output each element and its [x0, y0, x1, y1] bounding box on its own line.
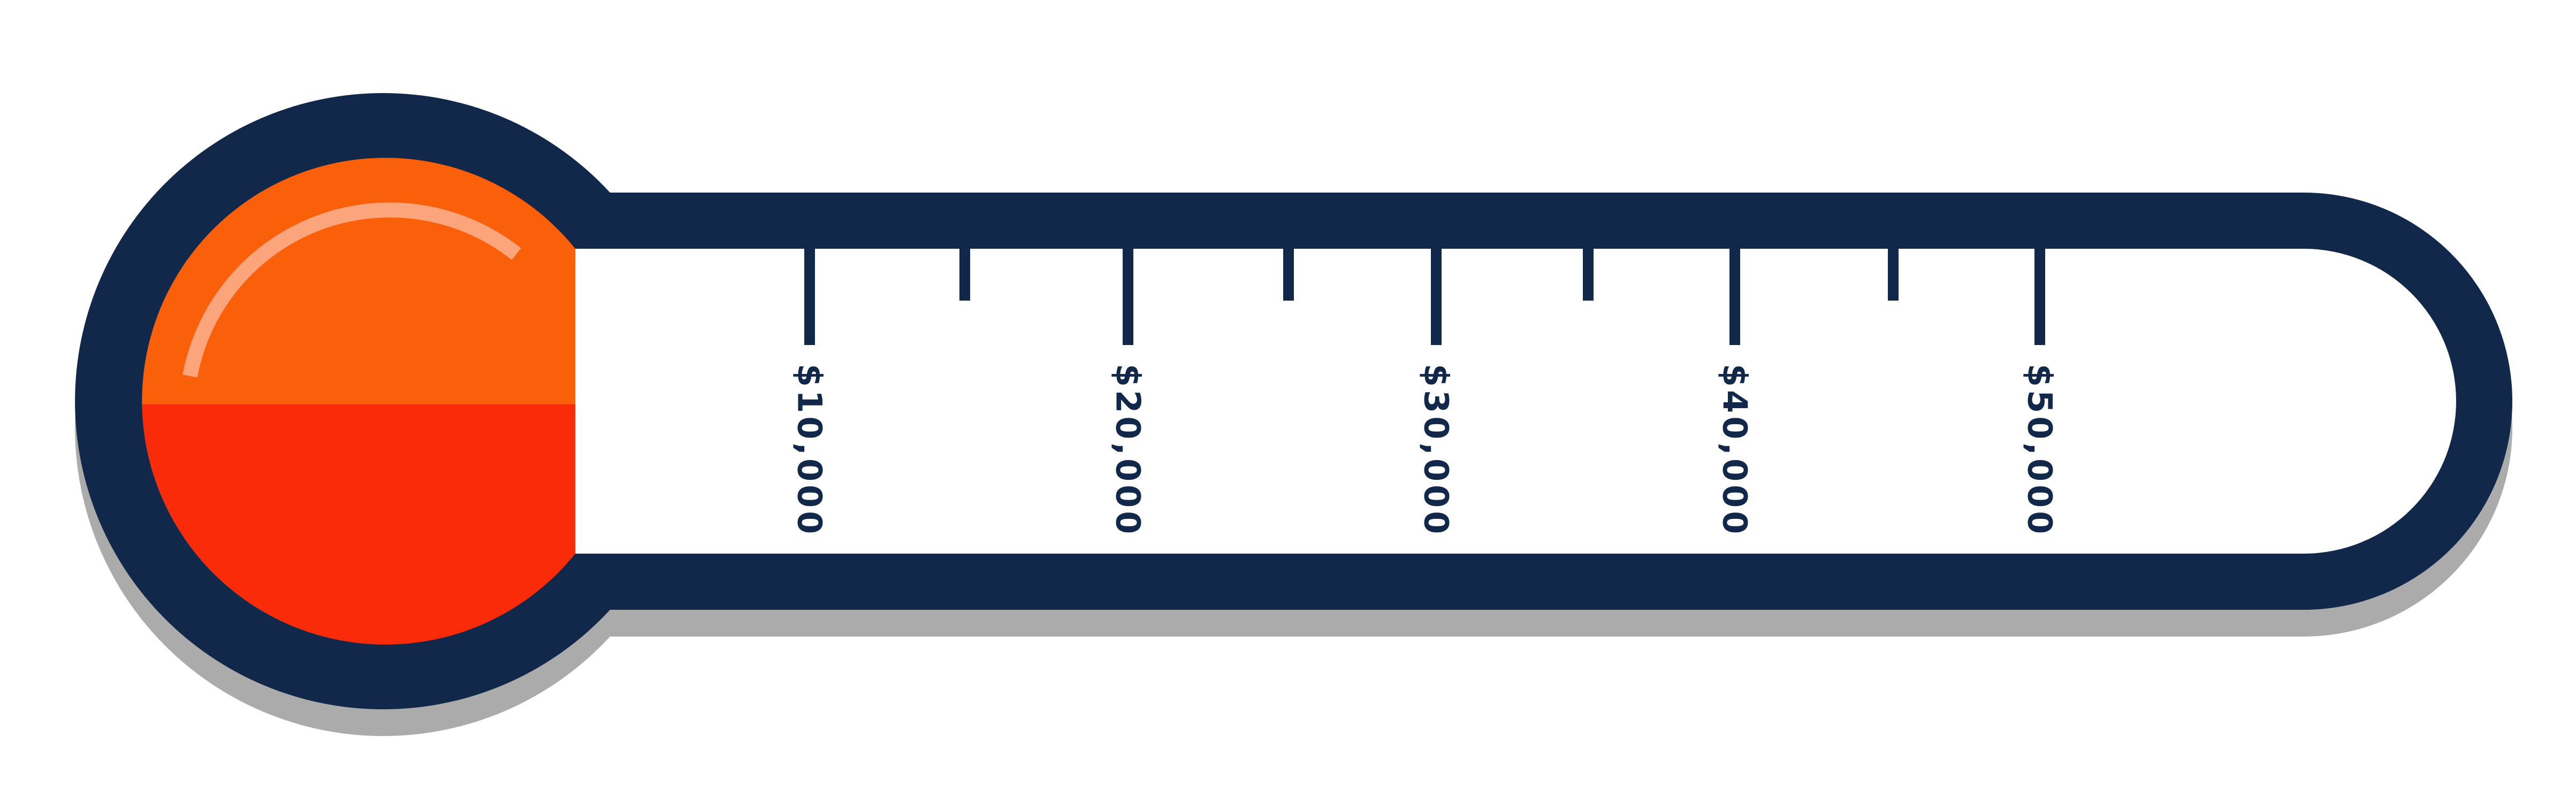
major-tick	[804, 249, 815, 345]
major-tick	[1123, 249, 1133, 345]
minor-tick	[1283, 249, 1294, 301]
scale-label: $30,000	[1417, 364, 1456, 537]
major-tick	[1729, 249, 1740, 345]
scale-ticks	[804, 249, 2045, 345]
minor-tick	[1888, 249, 1899, 301]
bulb-highlight	[182, 202, 521, 378]
major-tick	[1431, 249, 1442, 345]
major-tick	[2034, 249, 2045, 345]
scale-label: $40,000	[1716, 364, 1755, 537]
scale-labels: $10,000 $20,000 $30,000 $40,000 $50,000	[790, 364, 2060, 537]
scale-label: $20,000	[1109, 364, 1148, 537]
thermometer-tube	[575, 249, 2456, 554]
minor-tick	[959, 249, 970, 301]
thermometer-bulb	[142, 157, 576, 645]
scale-label: $50,000	[2021, 364, 2060, 537]
scale-label: $10,000	[790, 364, 829, 537]
minor-tick	[1583, 249, 1594, 301]
